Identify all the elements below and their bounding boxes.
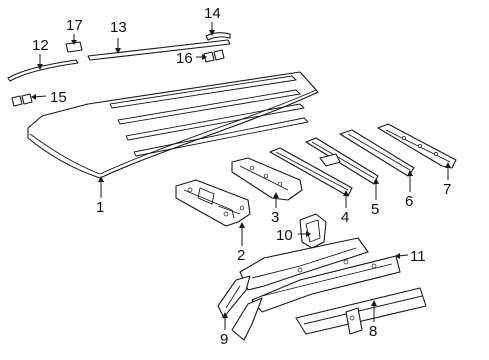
rear-header [377,123,457,169]
arrow-17 [71,40,77,45]
arrow-14 [209,30,215,36]
callout-5: 5 [371,201,379,218]
drip-molding-upper [87,39,231,61]
callout-4: 4 [341,209,349,226]
arrow-11 [395,253,400,259]
arrow-15 [31,94,36,100]
callout-6: 6 [405,193,413,210]
lower-side-rail [295,287,427,335]
roof-bow-4 [269,147,353,197]
arrow-12 [37,64,43,70]
callout-3: 3 [271,209,279,226]
arrow-2 [239,222,245,228]
arrow-10 [306,231,311,237]
callout-14: 14 [204,5,221,22]
roof-bow-6 [339,129,415,177]
roof-bow-reinforcement [231,157,303,201]
callout-10: 10 [276,227,293,244]
callout-11: 11 [410,248,426,265]
leader-lines [31,22,451,330]
arrow-5 [373,178,379,184]
drip-molding-left [7,59,79,82]
arrow-9 [222,312,228,318]
roof-bow-5 [305,137,379,185]
arrow-6 [407,170,413,176]
arrow-16 [202,54,207,60]
arrow-1 [98,176,104,182]
arrow-4 [343,190,349,196]
pillar-bracket [299,213,327,249]
molding-clips-pair [203,49,225,63]
roof-clips-pair [11,93,33,107]
callout-numbers: 1 2 3 4 5 6 7 8 9 10 11 12 13 14 15 16 1… [32,5,451,348]
callout-16: 16 [176,50,193,67]
callout-2: 2 [237,247,245,264]
molding-end-cap [205,32,231,41]
roof-panel [27,71,319,179]
callout-15: 15 [50,89,67,106]
callout-8: 8 [369,323,377,340]
arrow-13 [115,48,121,54]
roof-side-rail [239,237,401,313]
callout-12: 12 [32,37,49,54]
callout-9: 9 [220,331,228,348]
arrow-3 [273,192,279,198]
front-header-bracket [175,179,251,227]
callout-13: 13 [110,19,127,36]
arrow-7 [445,162,451,168]
callout-7: 7 [443,181,451,198]
callout-17: 17 [66,17,83,34]
arrow-8 [371,300,377,306]
callout-1: 1 [96,199,104,216]
